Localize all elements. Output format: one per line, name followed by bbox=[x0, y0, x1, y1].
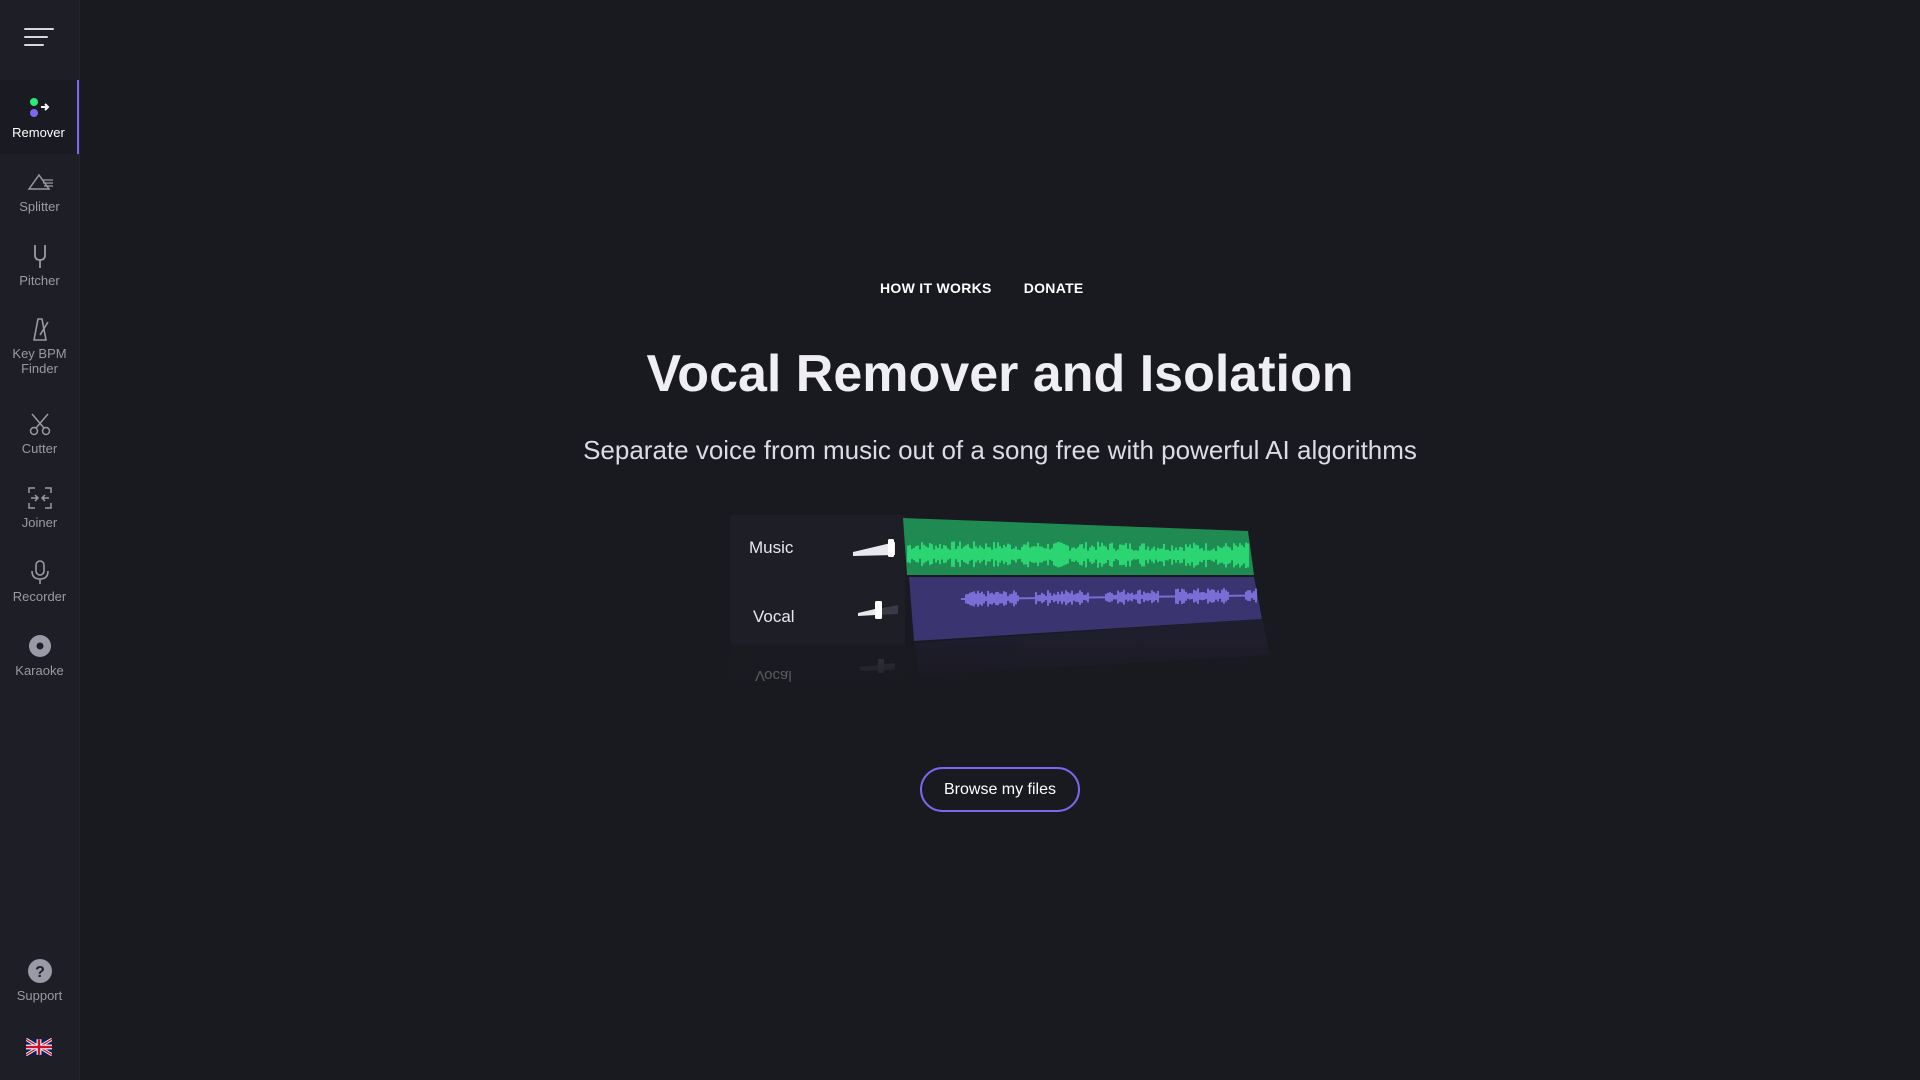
sidebar-item-support[interactable]: ? Support bbox=[0, 950, 79, 1010]
microphone-icon bbox=[30, 559, 49, 584]
sidebar-item-label: Key BPM Finder bbox=[12, 346, 67, 376]
top-nav: HOW IT WORKS DONATE bbox=[880, 280, 1084, 300]
sidebar-item-label: Karaoke bbox=[15, 662, 64, 678]
sidebar-item-karaoke[interactable]: Karaoke bbox=[0, 618, 79, 692]
sidebar-item-pitcher[interactable]: Pitcher bbox=[0, 228, 79, 302]
track-label-music: Music bbox=[749, 538, 794, 557]
svg-text:?: ? bbox=[35, 964, 45, 981]
tuning-fork-icon bbox=[33, 244, 46, 268]
music-waveform bbox=[907, 541, 1249, 569]
sidebar-item-label: Cutter bbox=[21, 440, 58, 456]
sidebar-item-joiner[interactable]: Joiner bbox=[0, 470, 79, 544]
joiner-icon bbox=[27, 486, 52, 509]
sidebar-item-key-bpm-finder[interactable]: Key BPM Finder bbox=[0, 304, 79, 388]
sidebar-item-label: Recorder bbox=[12, 588, 67, 604]
browse-files-button[interactable]: Browse my files bbox=[920, 767, 1080, 812]
how-it-works-link[interactable]: HOW IT WORKS bbox=[880, 280, 992, 296]
sidebar-item-splitter[interactable]: Splitter bbox=[0, 154, 79, 228]
music-track bbox=[903, 518, 1254, 575]
donate-link[interactable]: DONATE bbox=[1023, 280, 1084, 296]
track-label-reflection: Vocal bbox=[755, 667, 792, 684]
sidebar-item-label: Splitter bbox=[19, 198, 60, 214]
sidebar-item-cutter[interactable]: Cutter bbox=[0, 396, 79, 470]
music-volume-slider[interactable] bbox=[853, 539, 895, 557]
remover-icon bbox=[29, 97, 49, 117]
sidebar-item-label: Remover bbox=[12, 124, 65, 140]
hamburger-menu-icon[interactable] bbox=[24, 28, 54, 52]
splitter-icon bbox=[27, 173, 53, 190]
vocal-volume-slider[interactable] bbox=[858, 601, 898, 619]
uk-flag-icon[interactable] bbox=[26, 1038, 52, 1056]
sidebar-item-label: Pitcher bbox=[19, 272, 60, 288]
metronome-icon bbox=[32, 318, 49, 341]
help-circle-icon: ? bbox=[27, 958, 52, 983]
sidebar-item-remover[interactable]: Remover bbox=[0, 80, 79, 154]
sidebar-item-label: Support bbox=[16, 987, 63, 1003]
sidebar-item-label: Joiner bbox=[21, 514, 58, 530]
scissors-icon bbox=[29, 413, 50, 435]
tracks-illustration-graphic bbox=[730, 515, 1270, 695]
vocal-waveform bbox=[961, 588, 1257, 607]
sidebar-item-recorder[interactable]: Recorder bbox=[0, 544, 79, 618]
tracks-illustration: Music Vocal Vocal bbox=[730, 515, 1270, 695]
karaoke-icon bbox=[28, 634, 51, 657]
sidebar: Remover Splitter Pitcher Key BPM Finder … bbox=[0, 0, 80, 1080]
page-title: Vocal Remover and Isolation bbox=[646, 345, 1354, 403]
page-subtitle: Separate voice from music out of a song … bbox=[583, 435, 1417, 465]
track-label-vocal: Vocal bbox=[753, 607, 795, 626]
